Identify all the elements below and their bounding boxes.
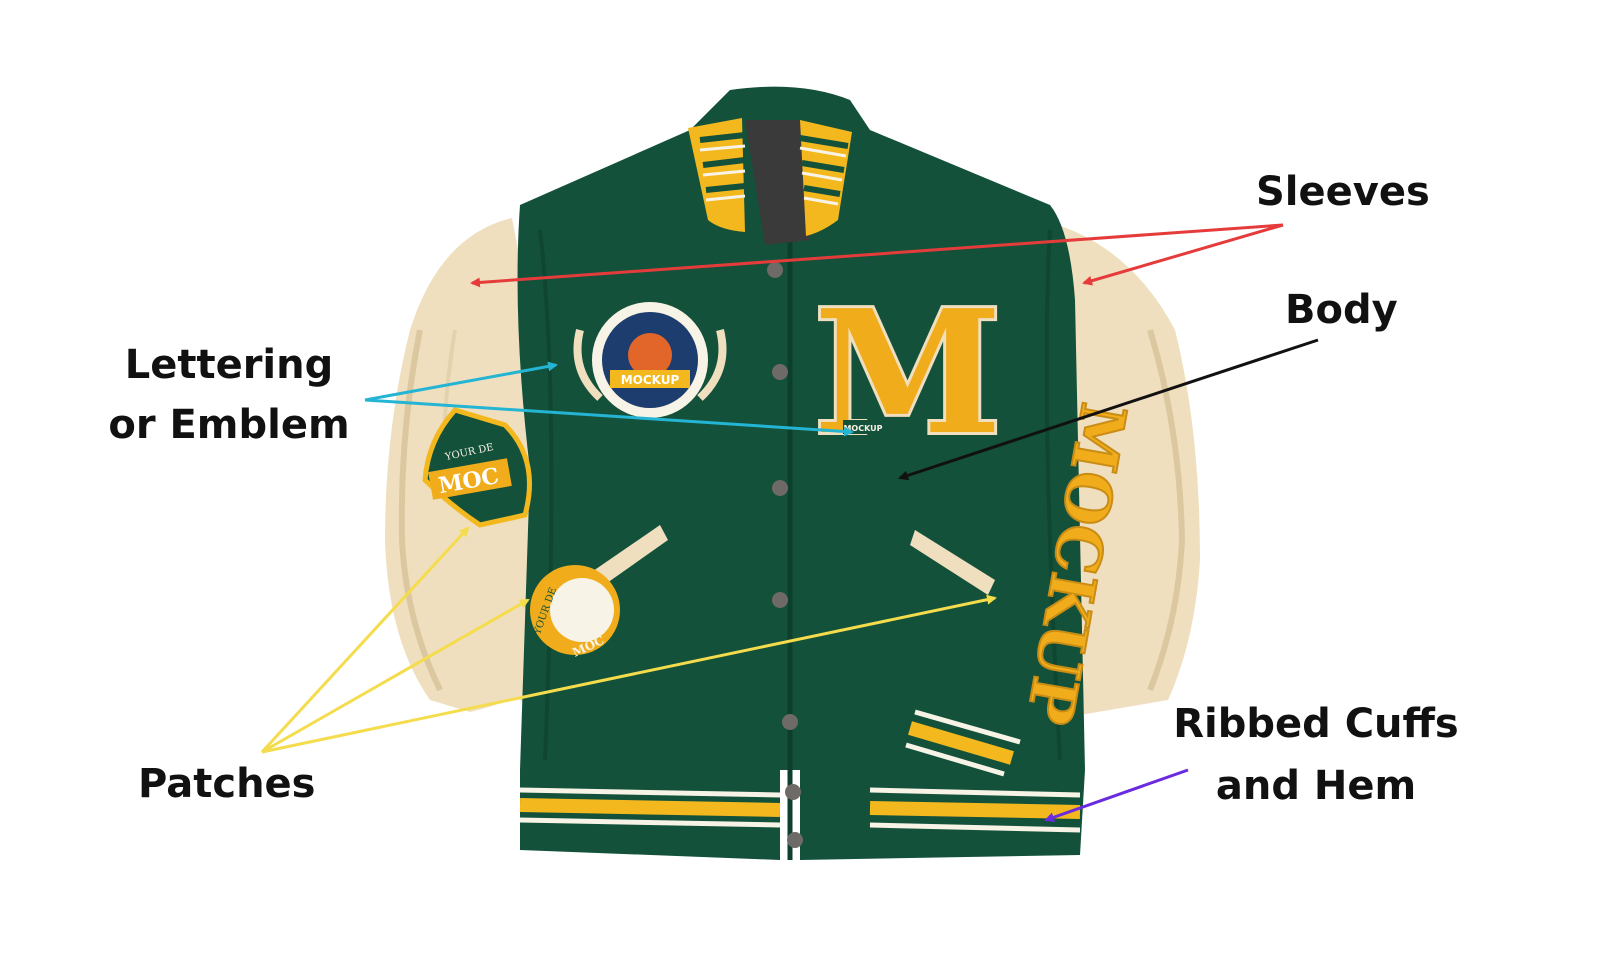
ribbed-hem bbox=[519, 770, 1085, 860]
label-patches-text: Patches bbox=[138, 761, 316, 807]
ribbed-collar bbox=[688, 118, 852, 236]
label-lettering: Lettering or Emblem bbox=[98, 341, 360, 449]
chest-letter-small-text: MOCKUP bbox=[843, 424, 882, 433]
varsity-jacket: MOCKUP M MOCKUP YOUR DE MOC YOUR DE MOC … bbox=[385, 86, 1200, 860]
collar-lining bbox=[745, 120, 810, 245]
label-sleeves-text: Sleeves bbox=[1256, 169, 1430, 215]
left-cuff bbox=[590, 655, 645, 740]
body-arrow bbox=[898, 338, 1319, 481]
snap-buttons bbox=[767, 262, 803, 848]
label-cuffs-line2: and Hem bbox=[1215, 763, 1417, 809]
chest-emblem: MOCKUP bbox=[573, 302, 727, 418]
patches-arrow-shield bbox=[260, 526, 470, 754]
chest-letter: M MOCKUP bbox=[811, 270, 1005, 476]
patches-arrow-sleeve bbox=[261, 594, 997, 754]
label-patches: Patches bbox=[138, 760, 315, 808]
label-cuffs-line1: Ribbed Cuffs bbox=[1173, 701, 1459, 747]
sleeves-arrow-right bbox=[1082, 223, 1284, 286]
sleeve-shield-patch: YOUR DE MOC bbox=[422, 407, 532, 528]
label-lettering-line1: Lettering bbox=[124, 342, 334, 388]
label-cuffs: Ribbed Cuffs and Hem bbox=[1166, 700, 1466, 810]
right-cuff bbox=[905, 705, 1025, 790]
label-sleeves: Sleeves bbox=[1256, 168, 1430, 216]
annotation-arrows bbox=[260, 223, 1319, 823]
cuffs-arrow bbox=[1044, 768, 1189, 823]
label-lettering-line2: or Emblem bbox=[108, 402, 350, 448]
emblem-banner-text: MOCKUP bbox=[621, 373, 680, 387]
label-body: Body bbox=[1285, 286, 1398, 334]
lettering-arrow-emblem bbox=[364, 361, 558, 402]
sleeve-round-patch: YOUR DE MOC bbox=[530, 565, 620, 660]
sleeves-arrow-left bbox=[470, 223, 1284, 288]
right-pocket bbox=[910, 530, 995, 595]
lettering-arrow-letter bbox=[364, 398, 854, 437]
chest-letter-text: M bbox=[814, 273, 1002, 473]
patches-arrow-round bbox=[261, 598, 530, 754]
label-body-text: Body bbox=[1285, 287, 1398, 333]
